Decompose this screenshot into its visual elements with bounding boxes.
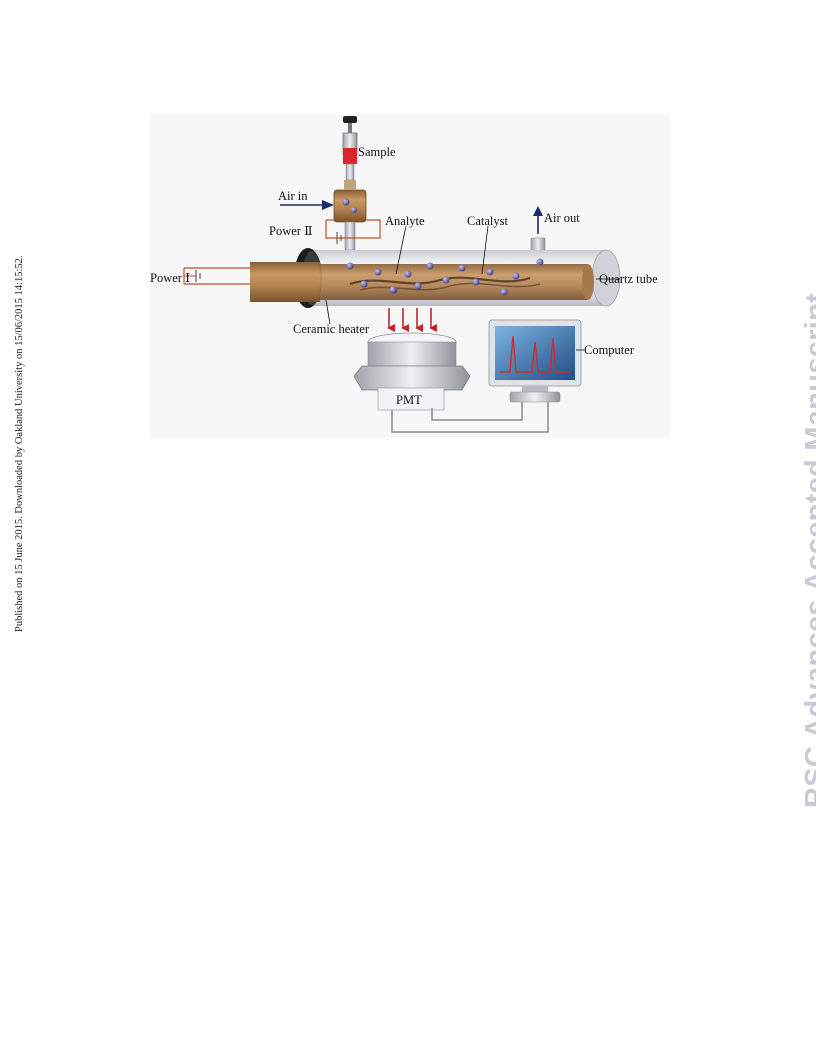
apparatus-diagram: Sample Air in Power Ⅱ Analyte Catalyst A… [150, 116, 658, 433]
label-analyte: Analyte [385, 214, 425, 228]
label-power-2: Power Ⅱ [269, 224, 313, 238]
label-pmt: PMT [396, 393, 422, 407]
publication-note: Published on 15 June 2015. Downloaded by… [14, 255, 25, 632]
computer-monitor [488, 319, 582, 403]
syringe [342, 116, 358, 181]
label-catalyst: Catalyst [467, 214, 508, 228]
label-quartz-tube: Quartz tube [599, 272, 658, 286]
label-air-out: Air out [544, 211, 580, 225]
ceramic-heater [250, 262, 594, 302]
air-in-arrow [280, 200, 334, 210]
label-sample: Sample [358, 145, 396, 159]
leader-lines [325, 225, 620, 351]
label-ceramic-heater: Ceramic heater [293, 322, 370, 336]
accepted-manuscript-watermark: RSC Advances Accepted Manuscript [800, 292, 816, 808]
power-1-wiring [183, 267, 250, 285]
label-air-in: Air in [278, 189, 308, 203]
label-computer: Computer [584, 343, 635, 357]
emission-arrows [387, 308, 437, 332]
injection-chamber [325, 180, 381, 251]
signal-cable [391, 402, 549, 433]
label-power-1: Power Ⅰ [150, 271, 190, 285]
apparatus-figure: Sample Air in Power Ⅱ Analyte Catalyst A… [150, 114, 670, 438]
air-out-port [530, 206, 546, 257]
analyte-molecules [346, 258, 544, 296]
pmt-detector [353, 332, 471, 411]
